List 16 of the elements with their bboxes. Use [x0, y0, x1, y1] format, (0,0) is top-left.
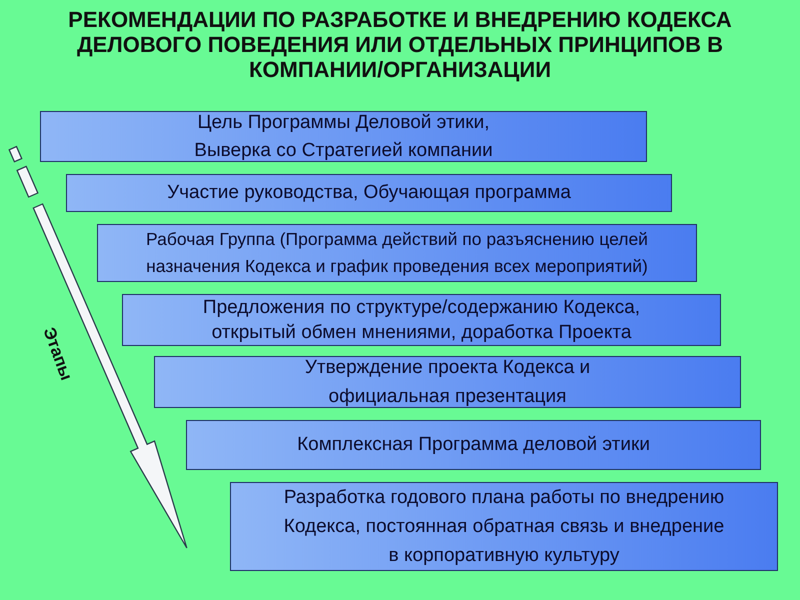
stage-text: Цель Программы Деловой этики, Выверка со Стратегией компании	[193, 110, 494, 162]
direction-label: Этапы	[38, 324, 76, 384]
stage-box	[230, 482, 778, 571]
stage-box	[186, 420, 761, 470]
stage-box	[40, 111, 647, 162]
title: РЕКОМЕНДАЦИИ ПО РАЗРАБОТКЕ И ВНЕДРЕНИЮ КОДЕКСА ДЕЛОВОГО ПОВЕДЕНИЯ ИЛИ ОТДЕЛЬНЫХ ПРИНЦИПОВ В КОМПАНИИ/ОРГАНИЗАЦИИ	[67, 7, 733, 82]
stage-box	[66, 174, 672, 212]
stage-text: Комплексная Программа деловой этики	[297, 433, 650, 457]
stage-box	[154, 356, 741, 408]
stage-text: Утверждение проекта Кодекса и официальная презентация	[304, 356, 592, 409]
stage-text: Разработка годового плана работы по внедрению Кодекса, постоянная обратная связь и внедрение в корпоративную культуру	[284, 486, 724, 568]
stage-box	[122, 294, 721, 346]
stage-text: Участие руководства, Обучающая программа	[167, 181, 571, 205]
stage-text: Рабочая Группа (Программа действий по разъяснению целей назначения Кодекса и график проведения всех мероприятий)	[145, 228, 649, 278]
stage-text: Предложения по структуре/содержанию Кодекса, открытый обмен мнениями, доработка Проекта	[202, 296, 642, 345]
stage-box	[97, 224, 697, 282]
